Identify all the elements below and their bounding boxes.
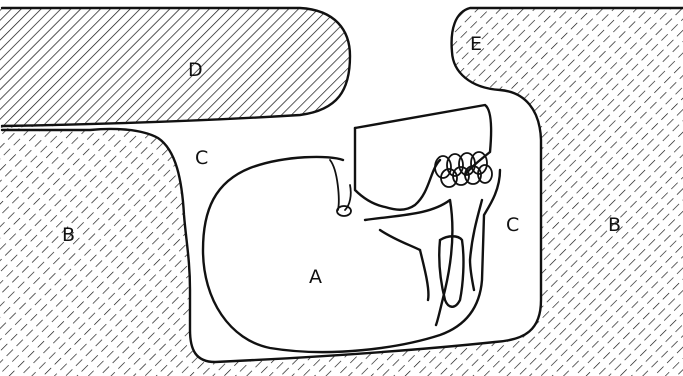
- face-profile: [355, 128, 440, 210]
- label-e: E: [470, 33, 482, 55]
- label-b-left: B: [62, 224, 75, 246]
- label-c-left: C: [195, 147, 208, 169]
- neck-fold: [470, 200, 482, 290]
- label-b-right: B: [608, 214, 621, 236]
- label-a: A: [309, 266, 322, 288]
- stalk-outline: [365, 200, 463, 325]
- small-circle: [337, 206, 351, 216]
- embryo-body-outline: [203, 157, 500, 352]
- label-d: D: [188, 59, 203, 81]
- label-c-right: C: [506, 214, 519, 236]
- region-d: [0, 8, 350, 128]
- embryo-inner-curve: [330, 160, 351, 210]
